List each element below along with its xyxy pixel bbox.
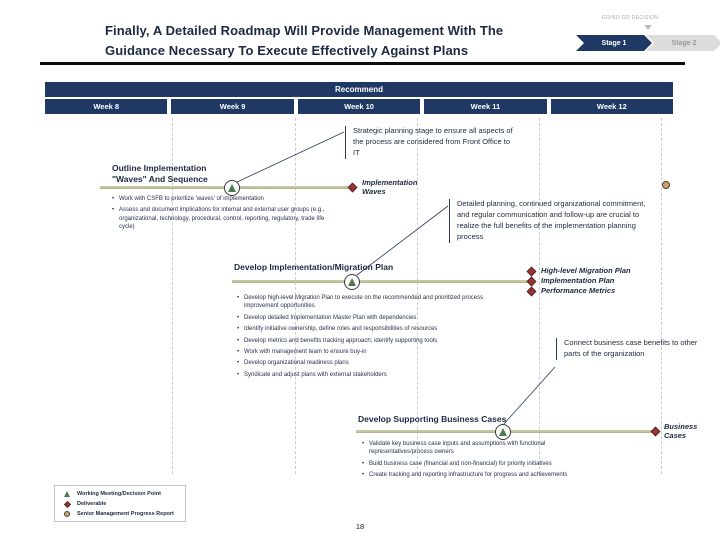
stage-1-chevron: Stage 1 — [576, 35, 652, 51]
triangle-icon — [499, 428, 507, 436]
go-no-go-marker-icon — [644, 25, 652, 30]
week-header-12: Week 12 — [550, 99, 674, 114]
annotation-strategic-planning: Strategic planning stage to ensure all a… — [345, 126, 513, 159]
section-outline-title-line2: "Waves" And Sequence — [112, 174, 208, 185]
annotation-detailed-planning: Detailed planning, continued organizatio… — [449, 199, 647, 243]
bullet: Build business case (financial and non-f… — [362, 460, 592, 469]
bullet: Work with management team to ensure buy-… — [237, 348, 499, 357]
bullet: Identify initiative ownership, define ro… — [237, 325, 499, 334]
triangle-icon — [348, 278, 356, 286]
legend-label: Working Meeting/Decision Point — [77, 491, 161, 497]
progress-report-icon — [662, 181, 670, 189]
bullet: Syndicate and adjust plans with external… — [237, 371, 499, 380]
legend-label: Deliverable — [77, 501, 107, 507]
phase-header: Recommend — [45, 82, 673, 97]
page-title-line2: Guidance Necessary To Execute Effectivel… — [105, 43, 469, 59]
phase-label: Recommend — [334, 85, 383, 94]
deliverables-migration: High-level Migration Plan Implementation… — [541, 266, 631, 296]
stage-2-label: Stage 2 — [671, 39, 697, 47]
triangle-icon — [228, 184, 236, 192]
go-no-go-label: GO/NO GO DECISION — [601, 15, 659, 21]
circle-icon — [61, 511, 73, 517]
section-migration-title: Develop Implementation/Migration Plan — [234, 262, 394, 272]
legend: Working Meeting/Decision Point Deliverab… — [54, 485, 186, 522]
working-meeting-icon — [495, 424, 511, 440]
deliverable-business-cases: Business Cases — [664, 422, 698, 441]
bullet: Assess and document implications for int… — [112, 206, 340, 231]
section-migration-bullets: Develop high-level Migration Plan to exe… — [237, 294, 499, 382]
week-header-9: Week 9 — [171, 99, 294, 114]
stage-2-chevron: Stage 2 — [646, 35, 720, 51]
bullet: Develop metrics and benefits tracking ap… — [237, 337, 499, 346]
section-business-title: Develop Supporting Business Cases — [358, 414, 507, 424]
deliverable-implementation-plan: Implementation Plan — [541, 276, 615, 285]
deliverable-implementation-waves: Implementation Waves — [362, 178, 418, 197]
working-meeting-icon — [224, 180, 240, 196]
bullet: Develop detailed Implementation Master P… — [237, 314, 499, 323]
title-divider — [40, 62, 685, 65]
stage-1-label: Stage 1 — [601, 39, 627, 47]
week-header-row: Week 8 Week 9 Week 10 Week 11 Week 12 — [45, 99, 674, 114]
deliverable-performance-metrics: Performance Metrics — [541, 286, 616, 295]
page-title-line1: Finally, A Detailed Roadmap Will Provide… — [105, 23, 504, 38]
bullet: Develop organizational readiness plans — [237, 359, 499, 368]
triangle-icon — [61, 491, 73, 497]
section-business-bullets: Validate key business case inputs and as… — [362, 440, 592, 483]
diamond-icon — [61, 500, 73, 508]
week-header-11: Week 11 — [424, 99, 547, 114]
column-guide — [539, 118, 540, 474]
annotation-connect-benefits: Connect business case benefits to other … — [556, 338, 704, 360]
page-title: Finally, A Detailed Roadmap Will Provide… — [105, 21, 583, 61]
timeline-bar-migration — [232, 280, 532, 283]
bullet: Create tracking and reporting infrastruc… — [362, 471, 592, 480]
legend-item-working-meeting: Working Meeting/Decision Point — [61, 491, 179, 497]
page-number: 18 — [355, 522, 365, 531]
legend-item-deliverable: Deliverable — [61, 500, 179, 508]
bullet: Develop high-level Migration Plan to exe… — [237, 294, 499, 311]
column-guide — [661, 118, 662, 474]
deliverable-high-level-migration-plan: High-level Migration Plan — [541, 266, 631, 275]
legend-item-progress-report: Senior Management Progress Report — [61, 511, 179, 517]
legend-label: Senior Management Progress Report — [77, 511, 174, 517]
column-guide — [172, 118, 173, 474]
week-header-8: Week 8 — [45, 99, 168, 114]
bullet: Validate key business case inputs and as… — [362, 440, 592, 457]
bullet: Work with CSFB to prioritize 'waves' of … — [112, 195, 340, 204]
section-outline-title: Outline Implementation "Waves" And Seque… — [112, 163, 262, 185]
week-header-10: Week 10 — [297, 99, 421, 114]
section-outline-bullets: Work with CSFB to prioritize 'waves' of … — [112, 195, 340, 235]
section-outline-title-line1: Outline Implementation — [112, 163, 207, 173]
working-meeting-icon — [344, 274, 360, 290]
